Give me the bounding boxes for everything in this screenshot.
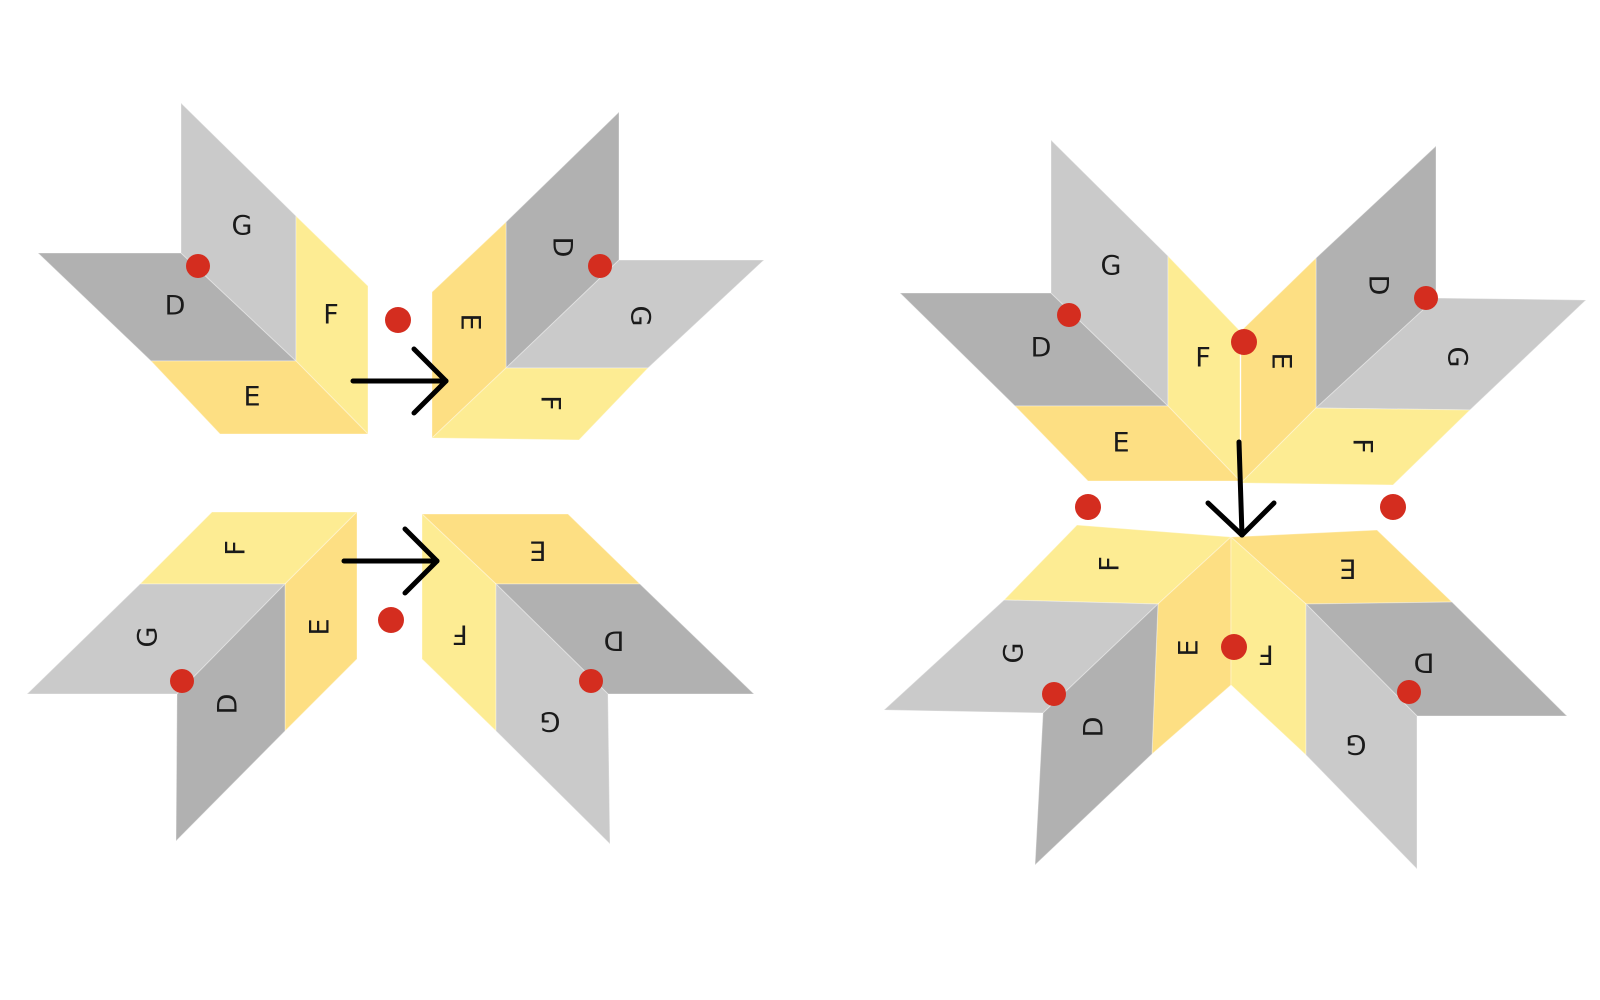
label-g: G xyxy=(1442,347,1473,368)
label-d: D xyxy=(213,694,244,715)
label-f: F xyxy=(1347,438,1378,454)
side-dot-right xyxy=(1380,494,1406,520)
label-f: F xyxy=(1195,343,1211,374)
label-f: F xyxy=(1095,556,1126,572)
diamond-g xyxy=(1305,602,1418,871)
center-dot-upper xyxy=(385,307,411,333)
label-g: G xyxy=(999,643,1030,664)
label-d: D xyxy=(1031,333,1052,364)
diamond-f xyxy=(1239,407,1472,486)
seam-dot xyxy=(579,669,603,693)
seam-dot xyxy=(588,254,612,278)
left-lower-left-unit: F E G D xyxy=(25,510,359,843)
left-figure: G D F E D G E F F E G D xyxy=(25,101,766,846)
right-figure: G D F E D G E F F E G D xyxy=(882,138,1588,871)
label-g: G xyxy=(1346,729,1367,760)
right-arrow-lower xyxy=(341,526,440,596)
label-f: F xyxy=(221,540,252,556)
seam-dot xyxy=(186,254,210,278)
diamond-f xyxy=(430,367,650,441)
diamond-d xyxy=(175,582,286,843)
diamond-d xyxy=(494,583,756,695)
label-e: E xyxy=(1339,553,1356,584)
label-e: E xyxy=(1112,428,1129,459)
label-g: G xyxy=(133,627,164,648)
right-lower-right-unit: E F D G xyxy=(1229,529,1569,871)
label-f: F xyxy=(535,395,566,411)
label-d: D xyxy=(547,237,578,258)
label-d: D xyxy=(165,291,186,322)
diamond-d xyxy=(1034,602,1159,867)
left-lower-right-unit: E F D G xyxy=(420,512,756,846)
label-f: F xyxy=(323,300,339,331)
right-upper-left-unit: G D F E xyxy=(898,138,1242,483)
center-dot-upper xyxy=(1231,329,1257,355)
label-e: E xyxy=(455,313,486,330)
label-d: D xyxy=(1363,275,1394,296)
label-d: D xyxy=(1079,717,1110,738)
diamond-g xyxy=(495,582,611,846)
label-g: G xyxy=(540,706,561,737)
right-upper-right-unit: D G E F xyxy=(1239,144,1588,486)
seam-dot xyxy=(170,669,194,693)
right-arrow-upper xyxy=(350,346,449,416)
down-arrow xyxy=(1205,439,1277,538)
label-f: F xyxy=(1258,639,1274,670)
left-upper-left-unit: G D F E xyxy=(36,101,370,436)
center-dot-lower xyxy=(1221,634,1247,660)
label-d: D xyxy=(1414,647,1435,678)
seam-dot xyxy=(1397,680,1421,704)
label-e: E xyxy=(1266,352,1297,369)
right-lower-left-unit: F E G D xyxy=(882,524,1233,867)
side-dot-left xyxy=(1075,494,1101,520)
label-g: G xyxy=(1101,251,1122,282)
label-e: E xyxy=(305,618,336,635)
label-f: F xyxy=(452,619,468,650)
diamond-e xyxy=(149,360,370,435)
seam-dot xyxy=(1414,286,1438,310)
seam-dot xyxy=(1057,303,1081,327)
left-upper-right-unit: D G E F xyxy=(430,110,766,441)
label-e: E xyxy=(529,535,546,566)
seam-dot xyxy=(1042,682,1066,706)
label-g: G xyxy=(625,306,656,327)
label-e: E xyxy=(243,382,260,413)
label-g: G xyxy=(232,211,253,242)
label-d: D xyxy=(604,625,625,656)
center-dot-lower xyxy=(378,607,404,633)
label-e: E xyxy=(1174,639,1205,656)
